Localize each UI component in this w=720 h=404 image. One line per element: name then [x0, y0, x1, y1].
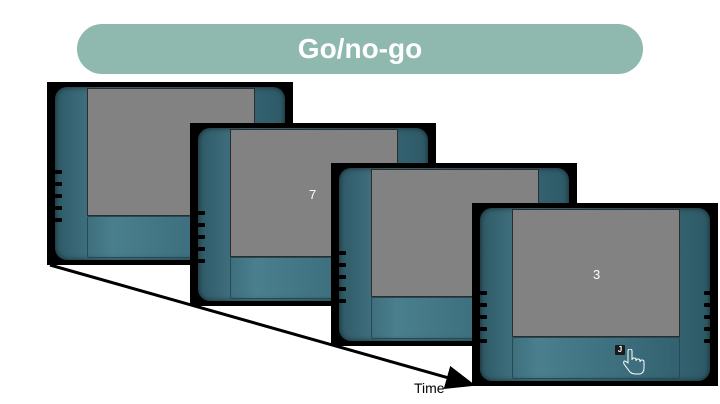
- stimulus-digit: 7: [309, 187, 317, 202]
- diagram-title: Go/no-go: [297, 33, 423, 64]
- stimulus-frame-4: 3 J: [472, 203, 718, 386]
- vent-slot: [704, 327, 711, 331]
- vent-slot: [480, 315, 487, 319]
- vent-slot: [704, 339, 711, 343]
- title-banner: Go/no-go: [77, 24, 643, 74]
- time-axis-label: Time: [414, 380, 445, 396]
- vent-slot: [339, 287, 346, 291]
- vent-slot: [198, 259, 205, 263]
- vent-slot: [198, 223, 205, 227]
- response-key-label: J: [617, 345, 623, 354]
- monitor-screen: [512, 209, 680, 337]
- vent-slot: [198, 235, 205, 239]
- hand-pointer-icon: [623, 349, 645, 375]
- keyboard-key-icon: J: [615, 345, 625, 355]
- monitor-chin: [512, 337, 680, 379]
- vent-slot: [704, 303, 711, 307]
- vent-slot: [480, 327, 487, 331]
- vent-slot: [480, 339, 487, 343]
- vent-slot: [704, 291, 711, 295]
- vent-slot: [704, 315, 711, 319]
- vent-slot: [55, 206, 62, 210]
- vent-slot: [55, 194, 62, 198]
- vent-slot: [339, 299, 346, 303]
- vent-slot: [339, 251, 346, 255]
- vent-slot: [198, 247, 205, 251]
- vent-slot: [55, 182, 62, 186]
- vent-slot: [480, 303, 487, 307]
- stimulus-digit: 3: [593, 267, 601, 282]
- vent-slot: [55, 170, 62, 174]
- vent-slot: [339, 263, 346, 267]
- vent-slot: [198, 211, 205, 215]
- vent-slot: [480, 291, 487, 295]
- vent-slot: [55, 218, 62, 222]
- vent-slot: [339, 275, 346, 279]
